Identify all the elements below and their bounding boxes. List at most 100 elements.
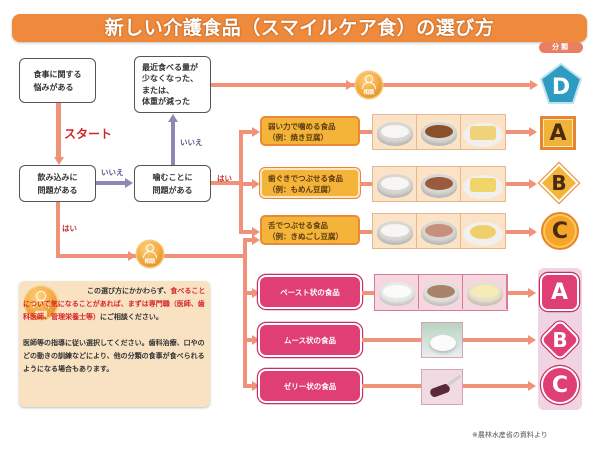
note-paragraph-2: 医師等の指導に従い選択してください。歯科治療、口やのどの動きの訓練などにより、他… (23, 339, 205, 374)
food-swallowing-a[interactable]: ペースト状の食品 (260, 277, 360, 307)
arrowhead-branch-b (252, 179, 260, 189)
photo-silken-tofu (461, 214, 505, 248)
no-arrow-chew-to-appetite (171, 121, 175, 165)
category-header: 分類 (539, 42, 583, 53)
row-a-connector (360, 130, 372, 134)
branch-to-jelly (243, 384, 253, 388)
food-name: 舌でつぶせる食品 (268, 221, 328, 230)
branch-to-mousse (243, 338, 253, 342)
swallow-yes-down (56, 202, 60, 258)
row-c-connector (360, 230, 372, 234)
photos-chewing-b (372, 166, 506, 202)
photo-mousse (421, 322, 463, 358)
food-swallowing-b[interactable]: ムース状の食品 (260, 325, 360, 355)
category-a-square[interactable]: A (540, 116, 576, 150)
category-b-diamond[interactable]: B (538, 162, 580, 204)
category-a-pink-square[interactable]: A (542, 275, 577, 309)
branch-to-b (239, 182, 253, 186)
question-text: 食事に関する 悩みがある (33, 69, 82, 92)
row-b-to-shape (506, 182, 530, 186)
no-arrowhead-up (168, 114, 178, 122)
branch-to-a (239, 130, 253, 134)
photos-chewing-a (372, 114, 506, 150)
food-chewing-c[interactable]: 舌でつぶせる食品 （例：きぬごし豆腐） (260, 215, 360, 245)
no-arrow-swallow-to-chew (96, 181, 126, 185)
question-swallowing: 飲み込みに 問題がある (19, 165, 96, 202)
no-arrowhead (125, 178, 133, 188)
photo-grilled-tofu (461, 115, 505, 149)
category-letter: B (551, 171, 567, 195)
note-text: にご相談ください。 (100, 313, 163, 322)
no-label: いいえ (101, 168, 124, 177)
yes-label-swallow: はい (62, 224, 77, 233)
row-b-connector (360, 182, 372, 186)
category-c-pink-circle[interactable]: C (543, 368, 577, 402)
food-name: 弱い力で噛める食品 (268, 122, 336, 131)
start-arrow-line (56, 103, 61, 158)
note-highlight: 食べることについて気になることがあれば、まずは専門職（医師、歯科医師、管理栄養士… (23, 287, 206, 322)
arrowhead-branch-c-2 (252, 235, 260, 245)
category-b-pink-diamond[interactable]: B (539, 319, 581, 361)
consult-icon-top: 相談 (356, 72, 382, 98)
arrowhead-jelly (252, 381, 260, 391)
question-appetite-weight: 最近食べる量が 少なくなった、 または、 体重が減った (134, 56, 211, 113)
category-letter: A (549, 120, 567, 146)
arrowhead-shape-c (529, 227, 537, 237)
food-chewing-b[interactable]: 歯ぐきでつぶせる食品 （例：もめん豆腐） (260, 168, 360, 198)
category-letter: C (551, 218, 569, 244)
photo-stewed-meat (417, 167, 461, 201)
start-label: スタート (64, 127, 113, 141)
row-c-to-shape (506, 230, 530, 234)
arrowhead-branch-a (252, 127, 260, 137)
pentagon-icon (539, 62, 583, 104)
arrowhead-pink-b (528, 335, 536, 345)
food-swallowing-c[interactable]: ゼリー状の食品 (260, 371, 360, 401)
arrowhead-pink-a (528, 288, 536, 298)
photos-chewing-c (372, 213, 506, 249)
start-arrowhead (53, 157, 64, 165)
question-text: 噛むことに 問題がある (152, 172, 193, 195)
food-example: （例：焼き豆腐） (268, 133, 328, 142)
food-name: 歯ぐきでつぶせる食品 (268, 174, 343, 183)
source-credit: ※農林水産省の資料より (472, 431, 548, 439)
food-chewing-a[interactable]: 弱い力で噛める食品 （例：焼き豆腐） (260, 116, 360, 146)
photo-paste-white (375, 275, 419, 309)
branch-to-c (239, 230, 253, 234)
category-d-pentagon[interactable]: D (539, 62, 583, 106)
branch-to-paste (243, 291, 253, 295)
category-letter: A (550, 279, 569, 305)
photo-paste-brown (419, 275, 463, 309)
row-a-to-shape (506, 130, 530, 134)
photo-minced-meat (417, 214, 461, 248)
food-example: （例：もめん豆腐） (268, 185, 336, 194)
advice-note: 相談 この選び方にかかわらず、食べることについて気になることがあれば、まずは専門… (19, 281, 210, 407)
photo-paste-yellow (463, 275, 507, 309)
photo-firm-tofu (461, 167, 505, 201)
page-title: 新しい介護食品（スマイルケア食）の選び方 (12, 14, 587, 42)
category-c-circle[interactable]: C (541, 212, 579, 250)
arrowhead-mousse (252, 335, 260, 345)
arrowhead-pink-c (528, 381, 536, 391)
chew-yes-line (211, 181, 241, 185)
arrowhead-to-d (530, 80, 538, 90)
photo-rice-porridge (373, 214, 417, 248)
photo-rice-porridge (373, 115, 417, 149)
yes-label-chew: はい (217, 174, 232, 183)
photo-jelly (421, 369, 463, 405)
question-meal-concern: 食事に関する 悩みがある (19, 58, 96, 103)
arrowhead-to-consult-mid (128, 251, 136, 261)
note-text: この選び方にかかわらず、 (87, 287, 171, 295)
category-letter: B (552, 328, 568, 352)
photos-paste (374, 274, 508, 311)
question-text: 飲み込みに 問題がある (37, 172, 78, 195)
arrowhead-paste (252, 288, 260, 298)
branch-to-c-2 (243, 238, 253, 242)
no-label-2: いいえ (180, 138, 203, 147)
consult-icon-mid: 相談 (137, 241, 163, 267)
arrowhead-to-consult-top (346, 80, 354, 90)
category-letter: C (551, 372, 569, 398)
swallow-branch-vertical (243, 238, 247, 386)
arrowhead-branch-c (252, 227, 260, 237)
paste-to-shape (507, 291, 529, 295)
paste-connector (362, 291, 374, 295)
